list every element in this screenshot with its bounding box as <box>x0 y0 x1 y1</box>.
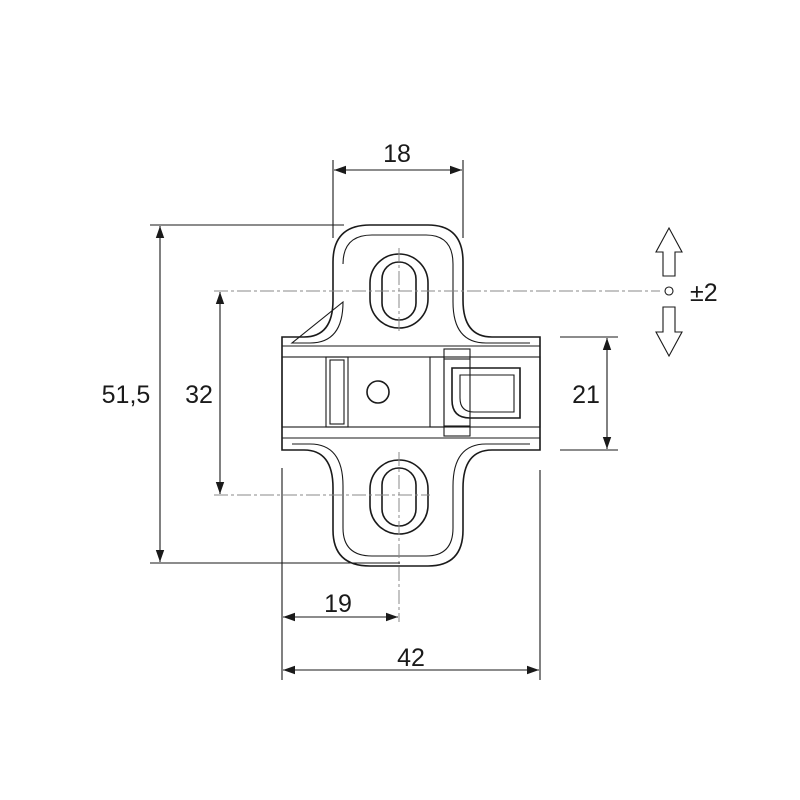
dimension-plate-height: 21 <box>560 336 618 451</box>
adjustment-center-mark <box>664 286 674 296</box>
centerlines <box>214 248 660 622</box>
mounting-plate <box>281 224 541 567</box>
arm-seat <box>281 356 541 428</box>
clip-tongue <box>443 359 471 426</box>
dimension-hole-spacing: 32 <box>185 292 225 494</box>
center-screw-hole <box>366 380 390 404</box>
dimension-overall-width: 42 <box>283 470 541 680</box>
clip-bottom <box>443 425 471 437</box>
dimension-label-overall-width: 42 <box>397 644 425 672</box>
latch-outline <box>451 367 521 419</box>
adjustment-indicator: ±2 <box>655 226 718 358</box>
dimension-label-overall-height: 51,5 <box>102 381 151 409</box>
cam-left-outer <box>325 356 349 428</box>
dimension-hole-offset: 19 <box>281 468 398 680</box>
cam-left <box>329 359 345 425</box>
clip-top <box>443 348 471 360</box>
dimension-label-hole-spacing: 32 <box>185 381 213 409</box>
dimension-top-width: 18 <box>332 140 464 238</box>
dimension-label-top-width: 18 <box>383 140 411 168</box>
plate-outer-outline <box>281 224 541 567</box>
up-arrow-icon <box>655 226 683 277</box>
dimension-label-hole-offset: 19 <box>324 590 352 618</box>
dimension-label-plate-height: 21 <box>572 381 600 409</box>
cam-right-block <box>429 356 445 428</box>
latch-inner <box>459 374 515 413</box>
plate-inner-outline <box>290 234 530 557</box>
down-arrow-icon <box>655 306 683 358</box>
dimension-overall-height: 51,5 <box>102 224 400 564</box>
dimension-label-adjust-range: ±2 <box>690 279 718 307</box>
